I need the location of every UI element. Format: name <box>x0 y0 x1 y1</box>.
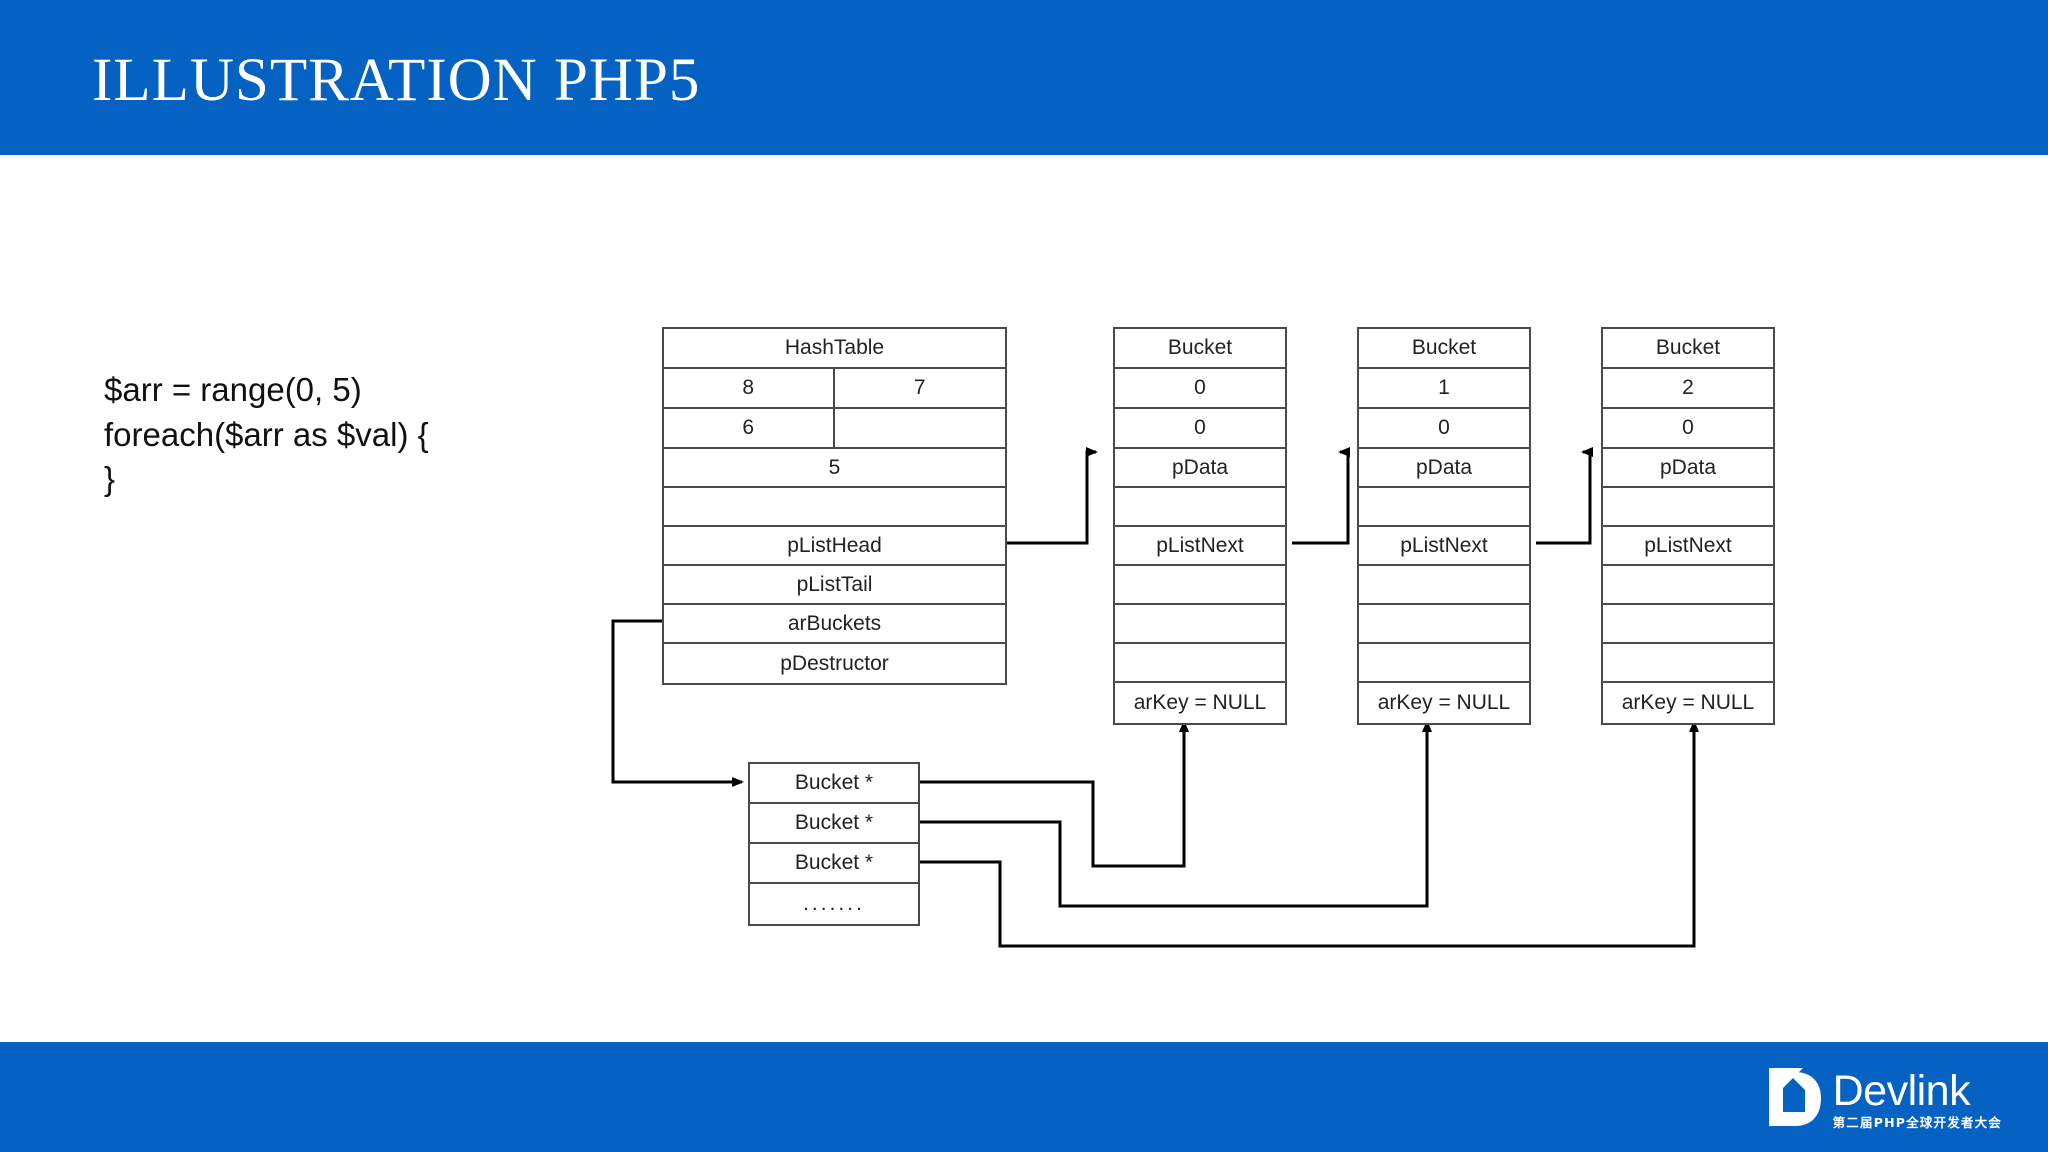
hashtable-row-plisthead: pListHead <box>664 527 1005 566</box>
bucket-1-blank1 <box>1359 488 1529 527</box>
hashtable-row-0-left: 8 <box>664 369 835 407</box>
arbuckets-cell-2: Bucket * <box>750 844 918 884</box>
bucket-struct-0: Bucket 0 0 pData pListNext arKey = NULL <box>1113 327 1287 725</box>
bucket-0-h: 0 <box>1115 369 1285 409</box>
bucket-0-blank1 <box>1115 488 1285 527</box>
bucket-2-nkeylength: 0 <box>1603 409 1773 449</box>
bucket-2-title: Bucket <box>1603 329 1773 369</box>
php-code-snippet: $arr = range(0, 5) foreach($arr as $val)… <box>104 371 429 498</box>
wire-plisthead-to-bucket1 <box>1005 447 1098 545</box>
hashtable-row-1: 6 <box>664 409 1005 449</box>
bucket-struct-2: Bucket 2 0 pData pListNext arKey = NULL <box>1601 327 1775 725</box>
bucket-0-nkeylength: 0 <box>1115 409 1285 449</box>
hashtable-row-3 <box>664 488 1005 527</box>
hashtable-row-2: 5 <box>664 449 1005 488</box>
bucket-2-blank2 <box>1603 566 1773 605</box>
hashtable-title: HashTable <box>784 336 885 359</box>
hashtable-row-0-right: 7 <box>913 376 926 399</box>
slide-header-band <box>0 0 2048 155</box>
bucket-2-blank1 <box>1603 488 1773 527</box>
page-title: Illustration PHP5 <box>92 47 701 114</box>
devlink-subtitle: 第二届PHP全球开发者大会 <box>1832 1115 2002 1131</box>
bucket-0-blank3 <box>1115 605 1285 644</box>
hashtable-struct: HashTable 8 7 6 5 pListHead pListTail ar… <box>662 327 1007 685</box>
wire-array1-to-bucket2-arkey <box>920 720 1432 908</box>
slide-footer-band <box>0 1042 2048 1152</box>
bucket-0-blank4 <box>1115 644 1285 683</box>
bucket-0-blank2 <box>1115 566 1285 605</box>
wire-array2-to-bucket3-arkey <box>920 720 1699 948</box>
bucket-1-blank4 <box>1359 644 1529 683</box>
bucket-1-blank2 <box>1359 566 1529 605</box>
wire-bucket2-to-bucket3 <box>1536 447 1593 545</box>
bucket-2-pdata: pData <box>1603 449 1773 488</box>
bucket-2-blank3 <box>1603 605 1773 644</box>
bucket-1-blank3 <box>1359 605 1529 644</box>
hashtable-title-row: HashTable <box>664 329 1005 369</box>
hashtable-row-arbuckets: arBuckets <box>664 605 1005 644</box>
arbuckets-cell-1: Bucket * <box>750 804 918 844</box>
hashtable-row-1-left: 6 <box>664 409 835 447</box>
arbuckets-cell-0: Bucket * <box>750 764 918 804</box>
bucket-0-plistnext: pListNext <box>1115 527 1285 566</box>
bucket-1-nkeylength: 0 <box>1359 409 1529 449</box>
bucket-struct-1: Bucket 1 0 pData pListNext arKey = NULL <box>1357 327 1531 725</box>
arbuckets-cell-ellipsis: ....... <box>803 892 865 915</box>
hashtable-row-1-right <box>835 409 1006 447</box>
bucket-0-pdata: pData <box>1115 449 1285 488</box>
bucket-1-title: Bucket <box>1359 329 1529 369</box>
hashtable-row-0: 8 7 <box>664 369 1005 409</box>
devlink-wordmark: Devlink <box>1832 1067 1971 1116</box>
bucket-0-arkey: arKey = NULL <box>1133 691 1267 714</box>
devlink-logo: Devlink 第二届PHP全球开发者大会 <box>1765 1064 2002 1130</box>
hashtable-row-pdestructor: pDestructor <box>780 651 889 675</box>
bucket-2-arkey: arKey = NULL <box>1621 691 1755 714</box>
arbuckets-array: Bucket * Bucket * Bucket * ....... <box>748 762 920 926</box>
bucket-2-h: 2 <box>1603 369 1773 409</box>
wire-array0-to-bucket1-arkey <box>920 720 1189 868</box>
bucket-2-blank4 <box>1603 644 1773 683</box>
bucket-1-plistnext: pListNext <box>1359 527 1529 566</box>
bucket-2-plistnext: pListNext <box>1603 527 1773 566</box>
bucket-1-pdata: pData <box>1359 449 1529 488</box>
bucket-1-h: 1 <box>1359 369 1529 409</box>
wire-bucket1-to-bucket2 <box>1292 447 1350 545</box>
bucket-1-arkey: arKey = NULL <box>1377 691 1511 714</box>
hashtable-row-plisttail: pListTail <box>664 566 1005 605</box>
devlink-d-icon <box>1768 1068 1821 1126</box>
bucket-0-title: Bucket <box>1115 329 1285 369</box>
